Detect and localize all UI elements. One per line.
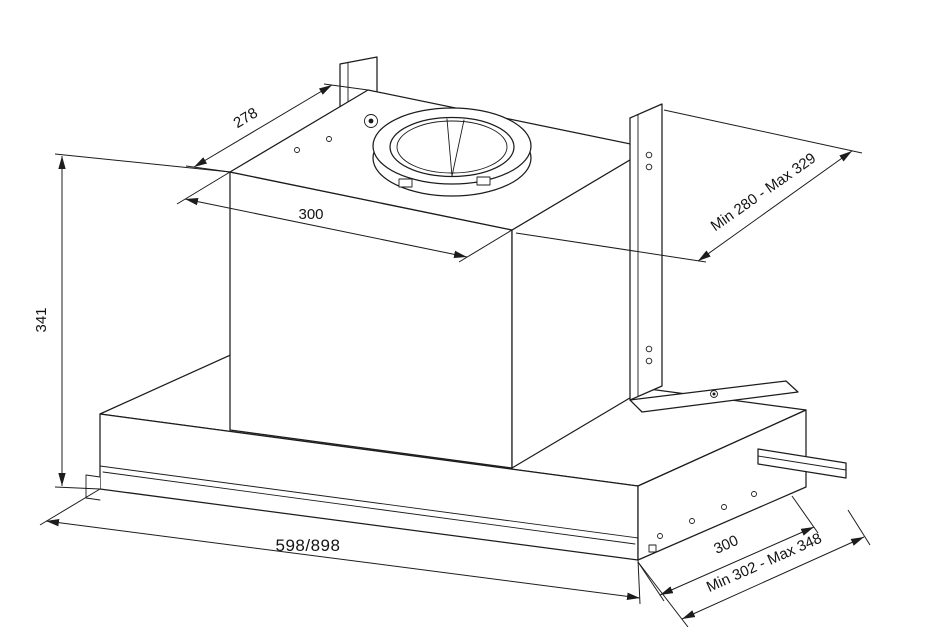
dimension-lines	[39, 83, 871, 627]
outlet-screw-center	[368, 118, 374, 124]
outlet-inner-ring	[389, 116, 515, 178]
extension-line	[515, 232, 707, 263]
outlet-clip-tab	[476, 176, 491, 186]
exhaust-outlet	[364, 107, 532, 197]
dimension-line	[681, 536, 865, 620]
dimension-line	[184, 198, 468, 258]
shelf-hole	[710, 390, 718, 398]
extension-line	[637, 561, 689, 627]
cooker-hood-drawing	[85, 56, 847, 561]
label-top-width: 300	[298, 206, 323, 223]
screw-hole	[689, 518, 695, 524]
right-mounting-bracket	[629, 103, 799, 413]
extension-line	[176, 171, 231, 205]
dimension-line	[697, 150, 853, 262]
dim-top-width	[176, 171, 513, 263]
label-wall-range: Min 280 - Max 329	[708, 150, 820, 235]
telescopic-rail-edge	[757, 455, 847, 471]
extension-line	[54, 486, 101, 490]
dim-overall-width	[39, 488, 641, 605]
extension-line	[54, 153, 231, 173]
screw-hole	[645, 151, 653, 159]
dimension-line	[45, 519, 641, 600]
connector-cutout	[648, 544, 657, 553]
extension-line	[637, 561, 665, 602]
bracket-holes	[645, 151, 653, 365]
bracket-shelf	[629, 380, 799, 413]
dim-height	[54, 153, 231, 490]
shelf-hole-center	[712, 392, 716, 396]
extension-line	[458, 229, 513, 263]
label-top-depth: 278	[231, 104, 261, 131]
damper-flap-line-1	[446, 118, 453, 177]
outlet-clip-tab	[398, 178, 413, 188]
screw-hole	[721, 504, 727, 510]
damper-flap-line-2	[451, 119, 465, 177]
extension-line	[39, 488, 101, 526]
telescopic-rail	[757, 448, 847, 479]
screw-hole	[751, 491, 757, 497]
screw-hole	[645, 163, 653, 171]
dim-base-range	[637, 509, 871, 627]
label-overall-width: 598/898	[276, 536, 341, 555]
dimension-line	[193, 84, 333, 168]
body-left-notch	[85, 474, 101, 501]
screw-hole	[645, 345, 653, 353]
dim-wall-range	[515, 109, 863, 263]
label-base-depth: 300	[711, 532, 741, 558]
extension-line	[663, 109, 863, 154]
bracket-vertical-plate	[629, 103, 663, 401]
outlet-screw	[364, 114, 378, 128]
screw-hole	[645, 357, 653, 365]
extension-line	[847, 509, 871, 546]
label-height: 341	[33, 307, 50, 332]
